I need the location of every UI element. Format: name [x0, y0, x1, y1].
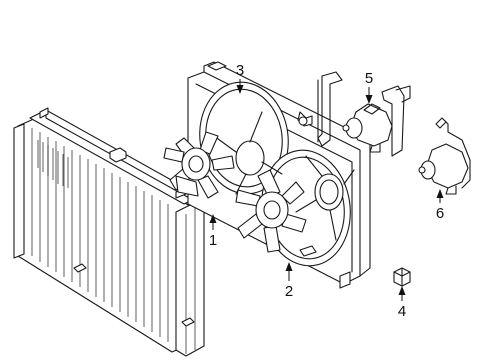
- arrow-icon: [398, 286, 406, 295]
- callout-label-5: 5: [365, 70, 373, 87]
- fan-motor-6: [418, 117, 471, 195]
- arrow-icon: [285, 262, 293, 271]
- arrow-icon: [365, 95, 373, 104]
- radiator: [13, 107, 205, 357]
- arrow-icon: [209, 214, 217, 223]
- arrow-icon: [436, 189, 444, 198]
- fan-2: [235, 169, 307, 253]
- arrow-icon: [236, 85, 244, 94]
- callout-5: 5: [365, 70, 373, 104]
- callout-label-1: 1: [209, 232, 217, 249]
- callout-2: 2: [285, 262, 293, 300]
- callout-4: 4: [398, 286, 406, 320]
- callout-1: 1: [209, 214, 217, 249]
- callout-6: 6: [436, 189, 444, 222]
- fan-motor-5: [342, 103, 393, 153]
- callout-label-3: 3: [236, 62, 244, 79]
- clip-part-4: [393, 267, 411, 287]
- callout-label-6: 6: [436, 205, 444, 222]
- fan-motor-wiring: [317, 71, 411, 157]
- fan-1: [163, 131, 235, 199]
- callout-3: 3: [236, 62, 244, 94]
- callout-label-2: 2: [285, 283, 293, 300]
- fan-shroud: [187, 61, 371, 289]
- callout-label-4: 4: [398, 303, 406, 320]
